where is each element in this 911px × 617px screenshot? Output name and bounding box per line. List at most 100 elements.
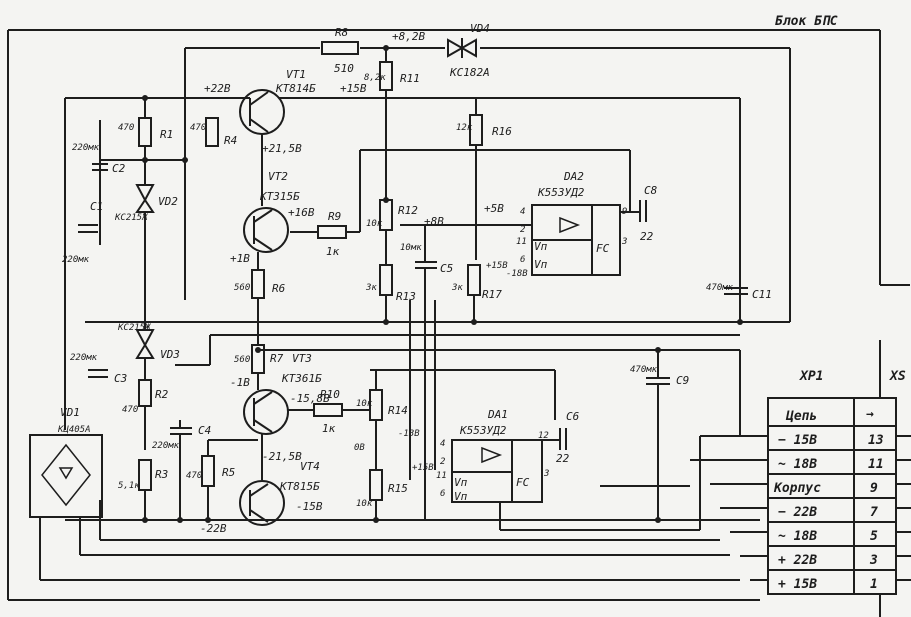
svg-text:470: 470 [186, 471, 202, 481]
svg-text:11: 11 [516, 237, 527, 247]
resistor-r11: R11 8,2к [364, 48, 420, 200]
svg-text:C5: C5 [440, 262, 453, 275]
svg-text:R15: R15 [388, 482, 408, 495]
pin-label: ~ 18В [778, 457, 817, 472]
resistor-r15: R15 10к [356, 469, 408, 520]
capacitor-c9: C9 470мк [630, 350, 689, 520]
svg-text:R3: R3 [155, 468, 168, 481]
svg-text:R16: R16 [492, 125, 512, 138]
svg-text:+22В: +22В [204, 82, 231, 95]
svg-text:R8: R8 [335, 26, 349, 39]
svg-text:6: 6 [520, 255, 525, 265]
svg-text:R9: R9 [328, 210, 341, 223]
capacitor-c5: C5 10мк [400, 225, 453, 520]
svg-text:К553УД2: К553УД2 [459, 424, 507, 437]
svg-text:Цепь: Цепь [785, 409, 817, 424]
svg-text:КС215Ж: КС215Ж [117, 323, 151, 333]
svg-text:FC: FC [596, 242, 610, 255]
junction-dots [142, 95, 743, 523]
svg-text:VT1: VT1 [286, 68, 306, 81]
svg-text:R6: R6 [272, 282, 286, 295]
svg-text:22: 22 [556, 452, 570, 465]
svg-text:КС182А: КС182А [449, 66, 490, 79]
pin-label: + 22В [778, 553, 817, 568]
pin-label: − 22В [778, 505, 817, 520]
svg-text:1к: 1к [326, 245, 340, 258]
svg-text:Vп: Vп [454, 476, 468, 489]
capacitor-c6: C6 22 [542, 410, 580, 465]
resistor-r7: R7 560 -1В [230, 344, 284, 390]
svg-text:8,2к: 8,2к [364, 73, 386, 83]
svg-text:0В: 0В [354, 443, 365, 453]
pin-number: 9 [870, 481, 878, 496]
pin-number: 3 [869, 553, 878, 568]
resistor-r10: R10 1к [288, 388, 370, 435]
svg-text:R2: R2 [155, 388, 169, 401]
svg-text:22: 22 [640, 230, 654, 243]
svg-text:VT4: VT4 [300, 460, 320, 473]
resistor-r13: R13 3к [365, 264, 416, 322]
resistor-r5: R5 470 [186, 439, 258, 520]
svg-text:3к: 3к [365, 283, 377, 293]
svg-text:C11: C11 [752, 288, 772, 301]
svg-text:+1В: +1В [230, 252, 250, 265]
zener-vd3: VD3 КС215Ж [117, 323, 180, 361]
svg-text:2: 2 [440, 457, 445, 467]
svg-text:11: 11 [436, 471, 447, 481]
svg-text:C9: C9 [676, 374, 689, 387]
svg-text:+16В: +16В [288, 206, 315, 219]
svg-text:220мк: 220мк [152, 441, 180, 451]
pin-number: 13 [868, 433, 884, 448]
resistor-r1: R1 470 [118, 117, 173, 147]
connector-xp1: XP1 XS Цепь → − 15В 13 ~ 18В 11 Корпус 9… [767, 369, 911, 595]
svg-text:C8: C8 [644, 184, 658, 197]
v-p15b: +15В [412, 463, 434, 473]
svg-text:C6: C6 [566, 410, 580, 423]
pin-label: − 15В [778, 433, 817, 448]
svg-text:510: 510 [334, 62, 354, 75]
svg-text:12к: 12к [456, 123, 473, 133]
transistor-vt2: VT2 КТ315Б +16В +1В [230, 134, 315, 265]
svg-text:10к: 10к [356, 499, 373, 509]
svg-text:3: 3 [543, 469, 549, 479]
svg-text:DA2: DA2 [563, 170, 584, 183]
svg-text:C3: C3 [114, 372, 127, 385]
svg-text:4: 4 [440, 439, 445, 449]
svg-text:220мк: 220мк [62, 255, 90, 265]
svg-text:3к: 3к [451, 283, 463, 293]
svg-text:Vп: Vп [534, 240, 548, 253]
block-title: Блок БПС [775, 14, 838, 29]
capacitor-c4: C4 220мк [152, 420, 211, 520]
svg-text:470: 470 [122, 405, 138, 415]
pin-label: Корпус [773, 481, 821, 496]
svg-text:10к: 10к [366, 219, 383, 229]
opamp-da2: Vп Vп FC DA2 К553УД2 4 2 11 6 3 9 [516, 170, 627, 276]
svg-text:470: 470 [190, 123, 206, 133]
svg-text:560: 560 [234, 283, 250, 293]
capacitor-c11: C11 470мк [706, 283, 772, 301]
svg-text:C1: C1 [90, 200, 103, 213]
svg-text:470: 470 [118, 123, 134, 133]
svg-text:R12: R12 [398, 204, 418, 217]
svg-text:R17: R17 [482, 288, 502, 301]
resistor-r12: R12 10к [366, 199, 418, 265]
svg-text:К553УД2: К553УД2 [537, 186, 585, 199]
svg-text:470мк: 470мк [706, 283, 734, 293]
svg-text:+15В: +15В [340, 82, 367, 95]
svg-text:VD1: VD1 [60, 406, 80, 419]
svg-text:КТ315Б: КТ315Б [259, 190, 300, 203]
transistor-vt3: VT3 КТ361Б -15,8В [243, 352, 330, 435]
svg-text:10к: 10к [356, 399, 373, 409]
pin-label: + 15В [778, 577, 817, 592]
left-rails [64, 97, 790, 520]
svg-text:FC: FC [516, 476, 530, 489]
capacitor-c8: C8 22 [620, 184, 658, 243]
svg-text:5,1к: 5,1к [118, 481, 140, 491]
svg-text:КТ815Б: КТ815Б [279, 480, 320, 493]
svg-text:-15,8В: -15,8В [290, 392, 330, 405]
zener-vd2: VD2 КС215Ж [114, 184, 178, 223]
capacitor-c1: C1 220мк [62, 200, 103, 265]
mid-rails [175, 300, 741, 480]
svg-text:VT2: VT2 [268, 170, 288, 183]
svg-text:VT3: VT3 [292, 352, 312, 365]
